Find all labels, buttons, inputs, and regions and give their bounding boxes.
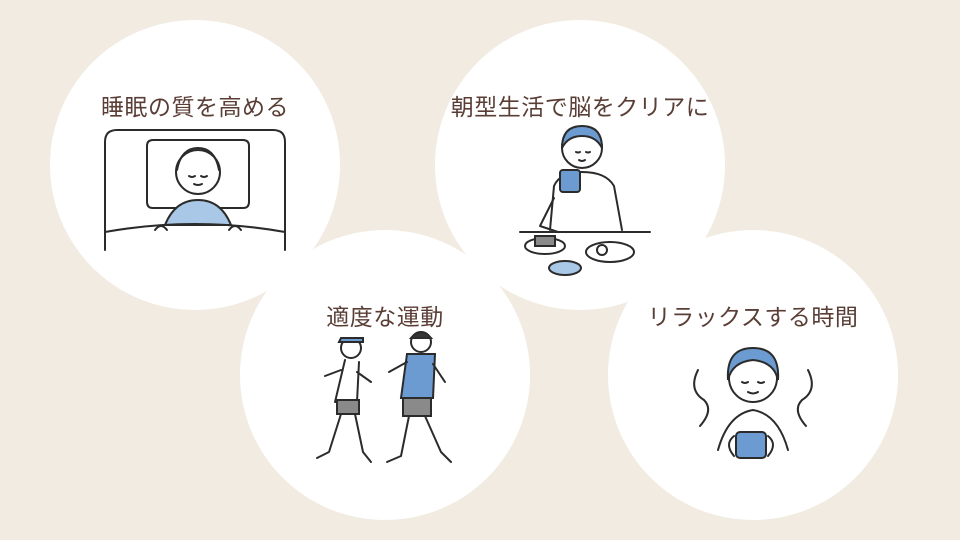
relaxing-tea-person-icon [693, 346, 813, 459]
walking-people-icon [316, 331, 452, 463]
card-relax-label: リラックスする時間 [647, 305, 859, 331]
card-exercise-label: 適度な運動 [326, 305, 444, 331]
card-relax: リラックスする時間 [608, 230, 898, 520]
card-morning-label: 朝型生活で脳をクリアに [450, 95, 710, 121]
card-sleep-label: 睡眠の質を高める [101, 95, 289, 121]
card-sleep: 睡眠の質を高める [50, 20, 340, 310]
card-exercise: 適度な運動 [240, 230, 530, 520]
breakfast-person-icon [519, 124, 651, 276]
sleeping-person-icon [104, 129, 286, 251]
